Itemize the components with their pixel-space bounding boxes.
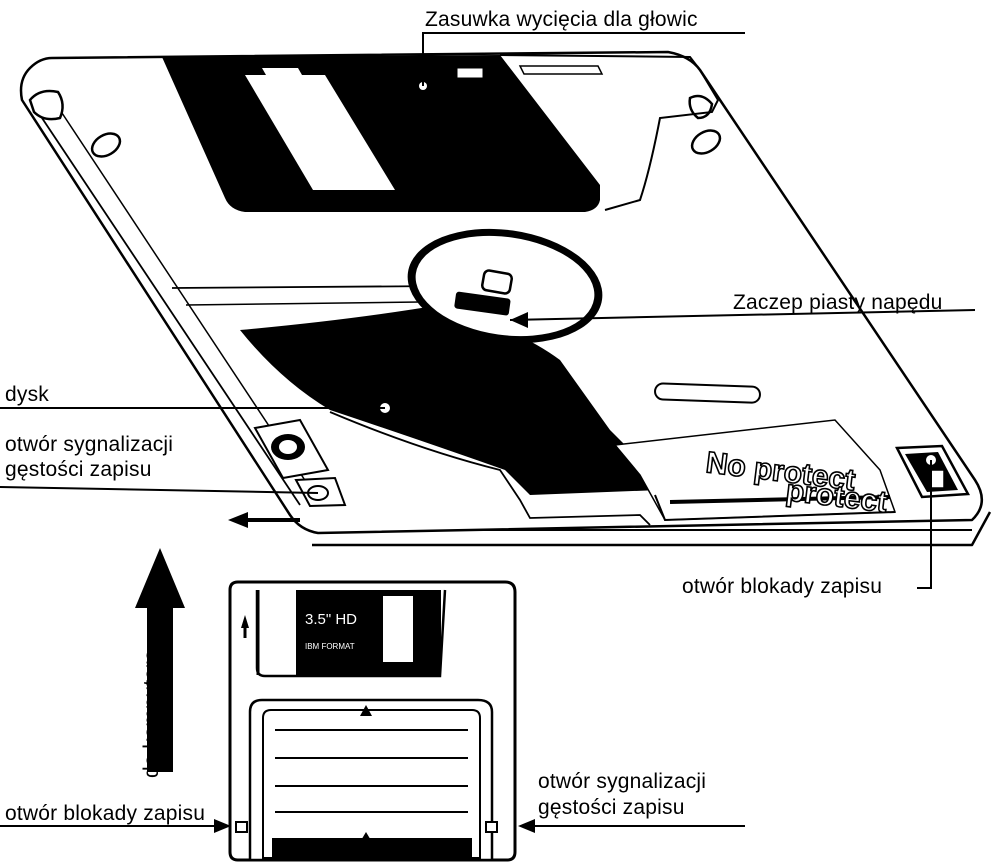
label-write-protect: otwór blokady zapisu: [682, 575, 883, 598]
corner-notch-left: [28, 89, 64, 121]
leader-lines: [0, 32, 976, 827]
arrow-hub: [510, 312, 528, 328]
drive-hub: [407, 228, 603, 344]
leader-density: [0, 486, 319, 494]
leader-write-protect: [917, 460, 932, 589]
shutter-window: [245, 75, 395, 190]
label-density-bottom-2: gęstości zapisu: [538, 796, 685, 819]
arrow-out-left: [228, 512, 300, 528]
label-density-2: gęstości zapisu: [5, 458, 152, 481]
label-disk: dysk: [5, 383, 49, 406]
arrow-bl: [214, 819, 231, 833]
label-write-protect-bottom: otwór blokady zapisu: [5, 802, 206, 825]
label-slot: [654, 382, 761, 404]
leader-hub: [509, 309, 976, 321]
label-to-computer: do komputera: [140, 649, 163, 778]
shutter: [162, 55, 600, 212]
label-shutter: Zasuwka wycięcia dla głowic: [425, 8, 698, 31]
arrow-br: [518, 819, 535, 833]
leader-shutter: [422, 32, 745, 86]
disk-size-label: 3.5" HD: [305, 611, 357, 628]
label-density-bottom-1: otwór sygnalizacji: [538, 770, 707, 793]
label-hub: Zaczep piasty napędu: [733, 291, 943, 314]
write-protect-hole: [895, 444, 971, 499]
label-density-1: otwór sygnalizacji: [5, 433, 174, 456]
hole-left: [90, 132, 122, 158]
disk-format-label: IBM FORMAT: [305, 642, 355, 651]
density-hole: [253, 418, 347, 508]
direction-arrow: [135, 548, 185, 772]
hole-right: [690, 129, 722, 155]
floppy-front: 3.5" HD IBM FORMAT: [228, 580, 517, 862]
